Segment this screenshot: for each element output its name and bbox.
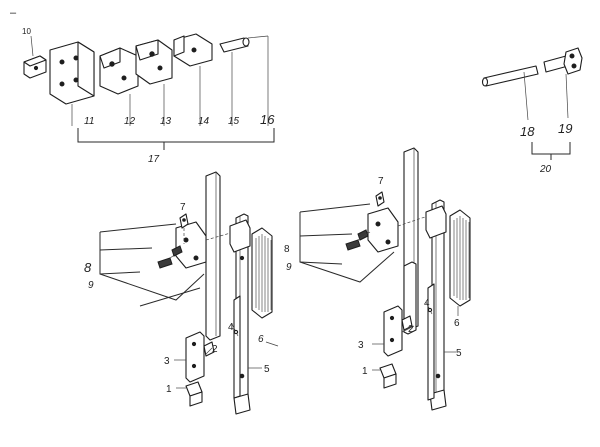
part-12-bracket xyxy=(99,47,139,126)
label-16: 16 xyxy=(260,112,275,127)
label-left-9: 9 xyxy=(88,280,94,291)
label-right-6: 6 xyxy=(454,318,460,329)
label-right-2: 2 xyxy=(408,324,414,335)
label-15: 15 xyxy=(228,116,240,127)
label-14: 14 xyxy=(198,116,210,127)
label-left-5b: 5 xyxy=(264,364,270,375)
label-right-4: 4 xyxy=(424,298,430,309)
label-right-1: 1 xyxy=(362,366,368,377)
part-13-bracket xyxy=(135,39,173,126)
part-3-hinge xyxy=(174,331,215,383)
part-11-plate xyxy=(49,41,95,126)
part-7-clip xyxy=(179,213,189,244)
part-19-end-cap xyxy=(543,47,583,119)
label-left-8: 8 xyxy=(84,260,92,275)
part-6-blades xyxy=(251,227,273,319)
label-right-9: 9 xyxy=(286,262,292,273)
label-left-1: 1 xyxy=(166,384,172,395)
label-19: 19 xyxy=(558,121,572,136)
label-left-3: 3 xyxy=(164,356,170,367)
label-11: 11 xyxy=(84,116,94,127)
screw-9 xyxy=(171,245,183,257)
label-20: 20 xyxy=(539,164,552,175)
label-right-7: 7 xyxy=(378,176,384,187)
part-1-cap xyxy=(176,381,203,407)
part-3-hinge-right xyxy=(372,305,413,357)
label-right-8: 8 xyxy=(284,244,290,255)
part-18-rod xyxy=(481,65,539,121)
part-1-cap-right xyxy=(372,363,397,389)
part-10-clip xyxy=(23,35,47,79)
part-15-pin xyxy=(219,37,250,126)
right-hinge-assembly: 7 8 9 4 2 3 5 6 1 xyxy=(284,147,471,411)
part-7-clip-right xyxy=(375,191,385,207)
label-left-4: 4 xyxy=(228,322,234,333)
left-hinge-assembly: 7 8 9 4 2 3 5 6 1 xyxy=(84,171,279,415)
label-right-5: 5 xyxy=(456,348,462,359)
dash-mark: – xyxy=(10,7,17,19)
label-left-7: 7 xyxy=(180,202,186,213)
part-14-block xyxy=(173,33,213,126)
label-right-3: 3 xyxy=(358,340,364,351)
label-left-2: 2 xyxy=(212,344,218,355)
top-right-parts-group: 18 19 20 xyxy=(481,47,583,175)
label-10: 10 xyxy=(22,27,31,36)
label-left-6: 6 xyxy=(258,334,264,345)
top-left-parts-group: – 10 xyxy=(10,7,275,165)
label-17: 17 xyxy=(148,154,160,165)
label-13: 13 xyxy=(160,116,172,127)
label-18: 18 xyxy=(520,124,535,139)
part-6-blades-right xyxy=(449,209,471,316)
label-12: 12 xyxy=(124,116,136,127)
part-4-pin xyxy=(231,323,239,337)
